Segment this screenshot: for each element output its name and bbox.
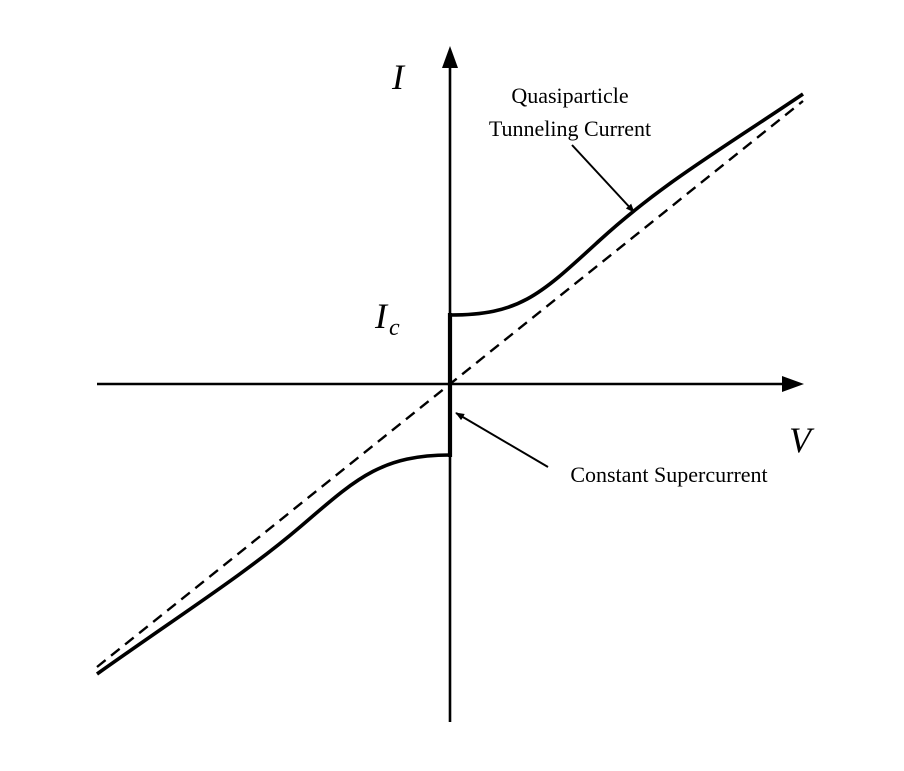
supercurrent-annotation-arrow [455, 412, 549, 468]
quasiparticle-label-line2: Tunneling Current [489, 116, 651, 141]
quasiparticle-branch-lower [95, 453, 451, 676]
quasiparticle-branch-upper [449, 92, 805, 317]
critical-current-subscript: c [389, 315, 400, 341]
current-axis-label: I [391, 57, 406, 97]
voltage-axis-arrowhead [782, 376, 804, 392]
quasiparticle-label-line1: Quasiparticle [511, 83, 628, 108]
critical-current-label: Ic [374, 296, 400, 341]
current-axis-arrowhead [442, 46, 458, 68]
voltage-axis-label: V [789, 420, 815, 460]
supercurrent-label: Constant Supercurrent [570, 462, 767, 487]
critical-current-base: I [374, 296, 389, 336]
quasiparticle-annotation-arrow [571, 144, 635, 213]
